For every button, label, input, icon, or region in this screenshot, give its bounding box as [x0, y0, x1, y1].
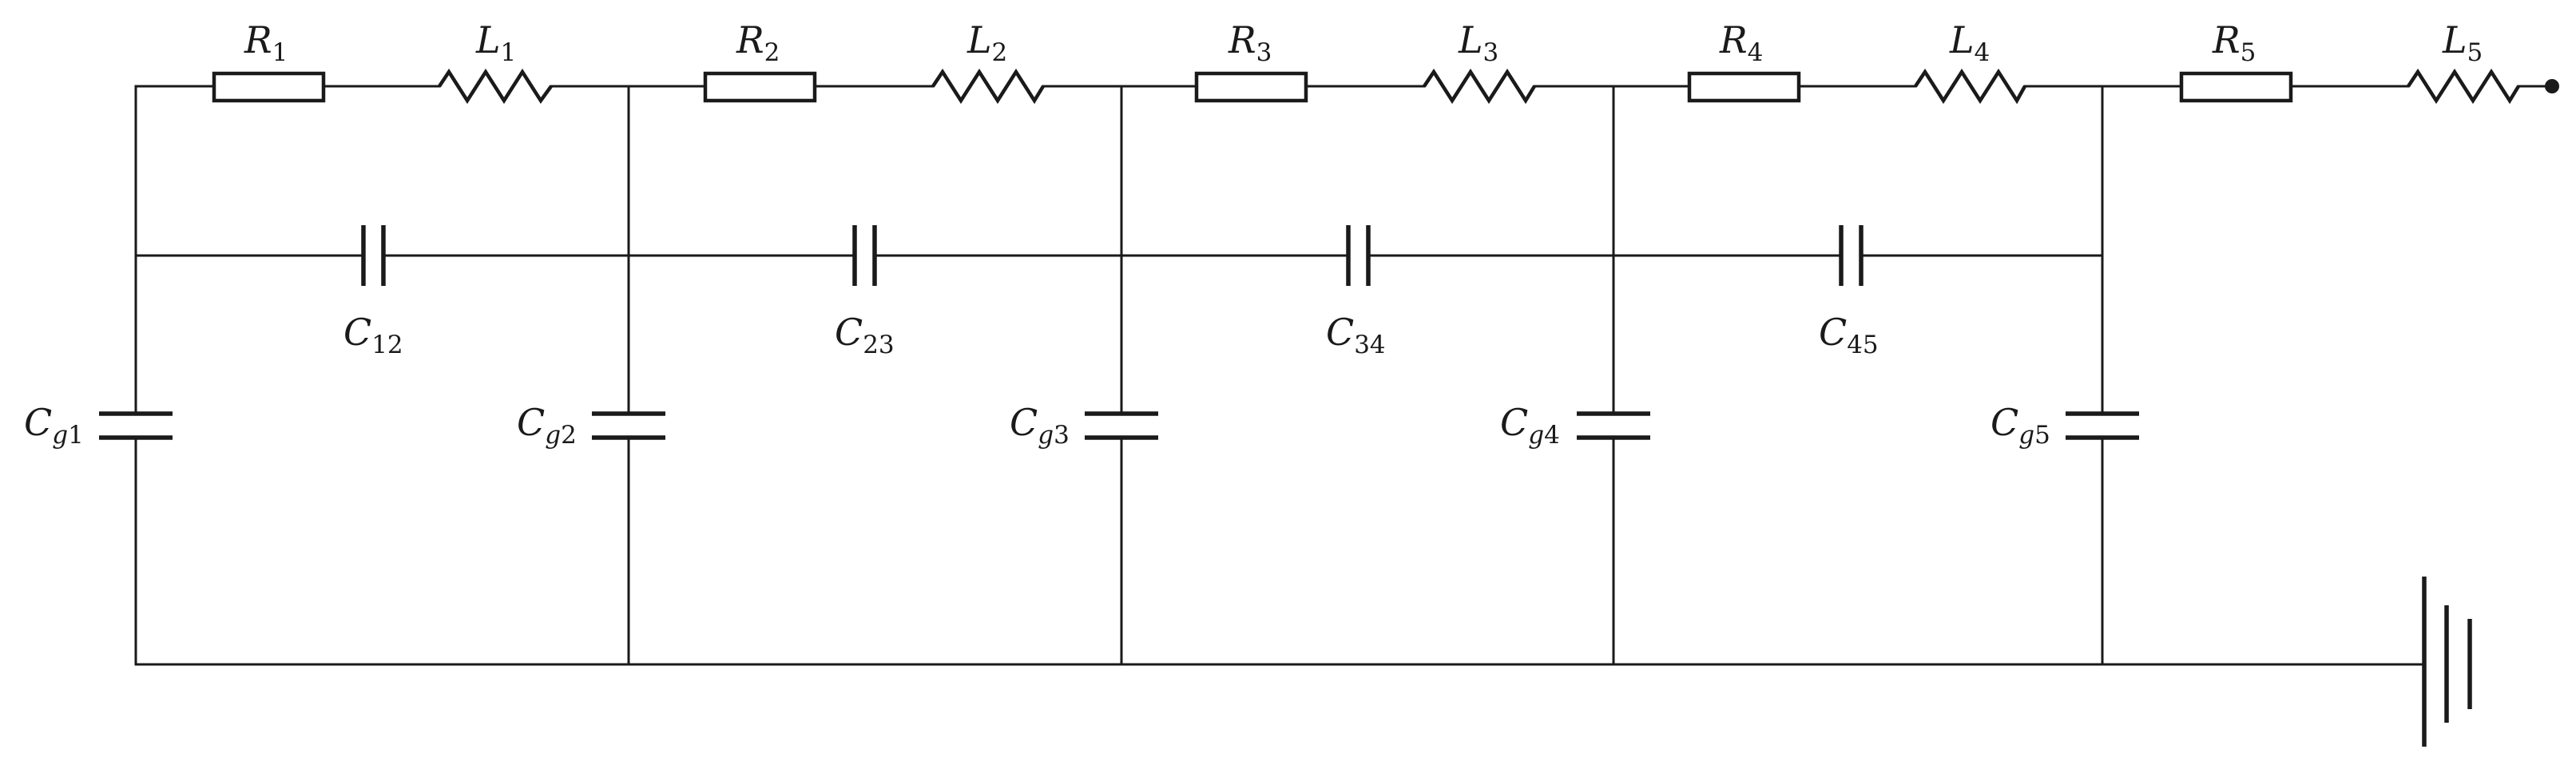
label-r1: R1 [244, 18, 288, 67]
capacitor-cg5 [2066, 411, 2139, 440]
label-l1: L1 [475, 18, 516, 67]
resistors [212, 71, 2293, 103]
label-l4: L4 [1949, 18, 1990, 67]
label-r5: R5 [2212, 18, 2256, 67]
ground-capacitor-labels: Cg1 Cg2 Cg3 Cg4 Cg5 [24, 401, 2050, 450]
resistor-r5 [2179, 71, 2293, 103]
inductors [438, 68, 2520, 105]
capacitor-cg2 [592, 411, 665, 440]
label-l2: L2 [966, 18, 1007, 67]
inductor-l2 [931, 68, 1045, 105]
inductor-l5 [2407, 68, 2520, 105]
ground-capacitors [99, 411, 2139, 440]
label-r3: R3 [1228, 18, 1272, 67]
capacitor-c23 [852, 225, 877, 286]
label-c45: C45 [1819, 311, 1879, 359]
label-c12: C12 [343, 311, 403, 359]
label-cg4: Cg4 [1500, 401, 1560, 450]
label-cg3: Cg3 [1010, 401, 1070, 450]
label-cg5: Cg5 [1991, 401, 2050, 450]
coupling-capacitor-labels: C12 C23 C34 C45 [343, 311, 1879, 359]
resistor-r2 [703, 71, 817, 103]
resistor-r1 [212, 71, 326, 103]
terminal-dot-icon [2545, 79, 2559, 93]
label-cg2: Cg2 [517, 401, 577, 450]
resistor-r3 [1194, 71, 1308, 103]
label-c23: C23 [835, 311, 895, 359]
capacitor-cg4 [1577, 411, 1650, 440]
label-l5: L5 [2442, 18, 2483, 67]
capacitor-c34 [1346, 225, 1371, 286]
label-l3: L3 [1458, 18, 1498, 67]
label-cg1: Cg1 [24, 401, 84, 450]
ground-icon [2422, 577, 2472, 747]
label-r4: R4 [1719, 18, 1763, 67]
inductor-l4 [1914, 68, 2026, 105]
inductor-l3 [1423, 68, 1536, 105]
inductor-labels: L1 L2 L3 L4 L5 [475, 18, 2483, 67]
inductor-l1 [438, 68, 553, 105]
label-r2: R2 [736, 18, 780, 67]
capacitor-c12 [361, 225, 386, 286]
coupling-capacitors [361, 225, 1864, 286]
capacitor-cg3 [1085, 411, 1158, 440]
capacitor-cg1 [99, 411, 173, 440]
resistor-r4 [1687, 71, 1801, 103]
label-c34: C34 [1326, 311, 1386, 359]
resistor-labels: R1 R2 R3 R4 R5 [244, 18, 2256, 67]
wires [134, 85, 2426, 666]
capacitor-c45 [1839, 225, 1864, 286]
